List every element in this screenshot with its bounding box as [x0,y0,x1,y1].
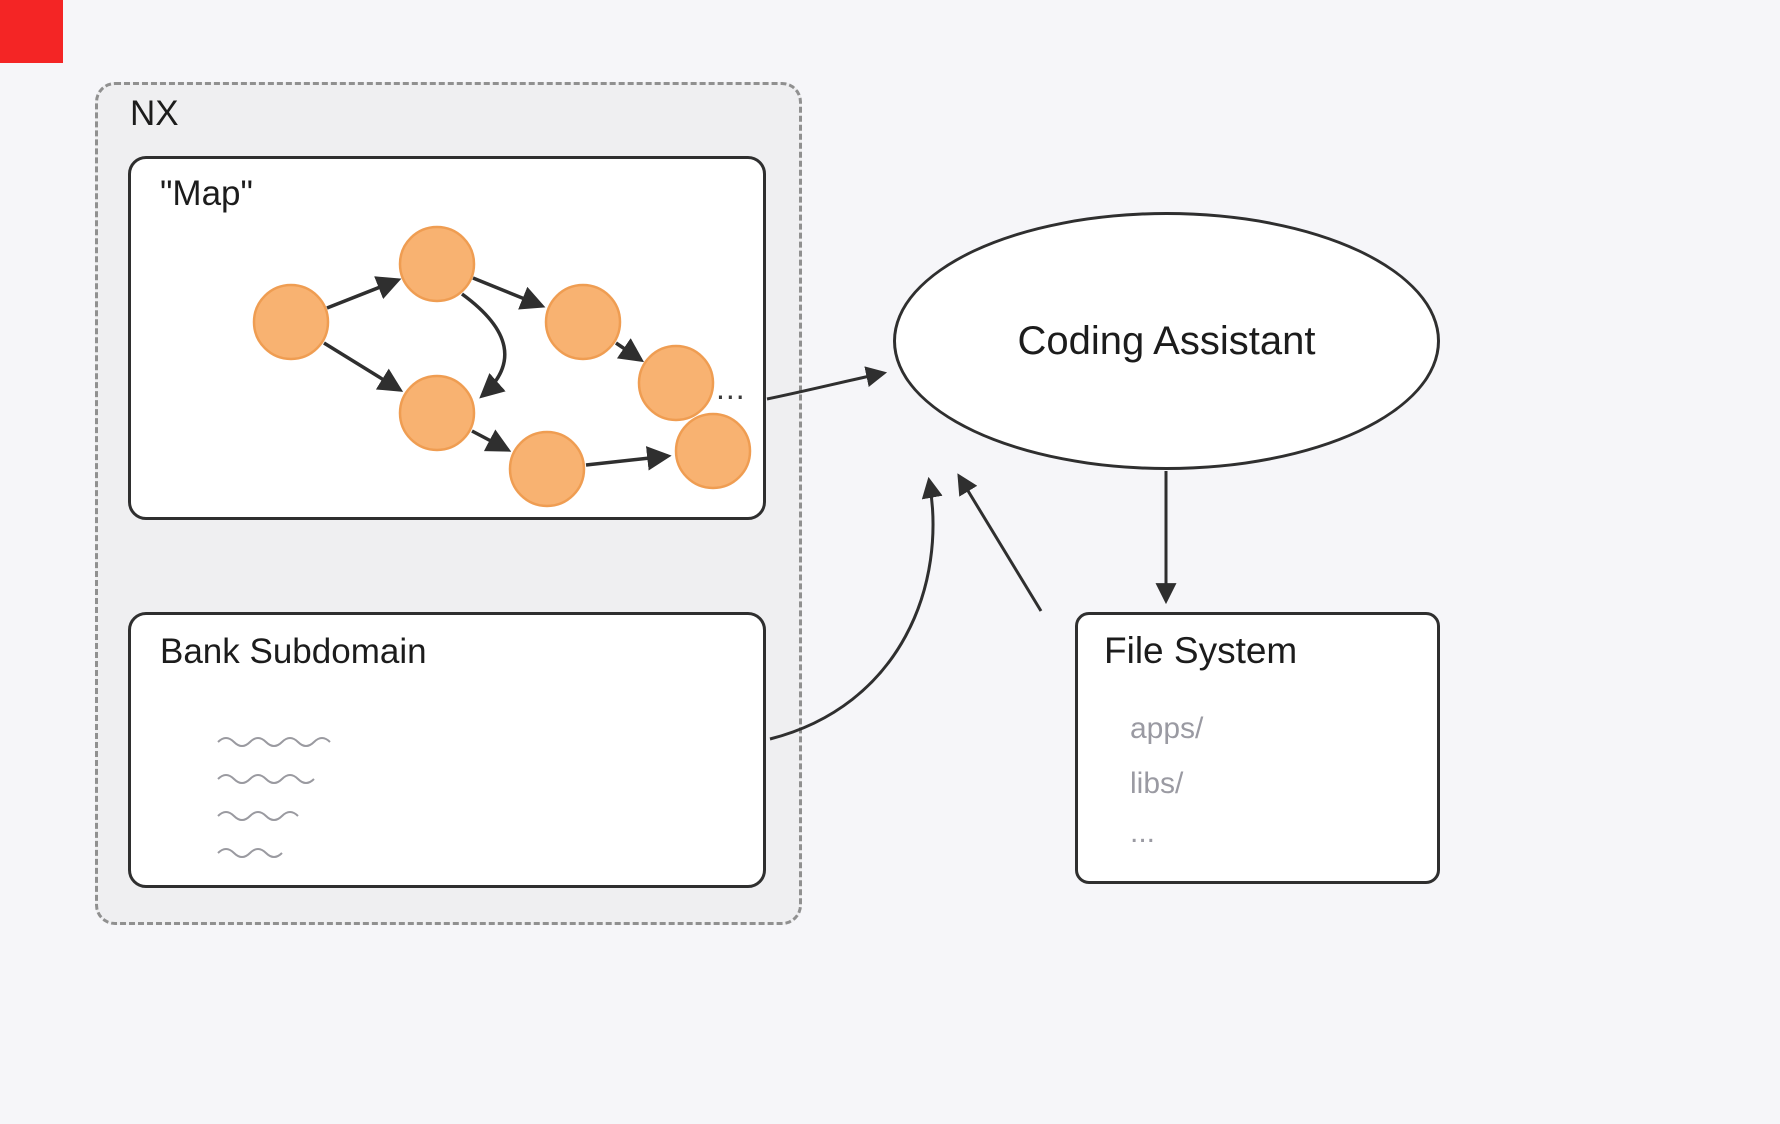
recording-indicator [0,0,63,63]
bank-subdomain-box [128,612,766,888]
coding-assistant-ellipse: Coding Assistant [893,212,1440,470]
file-entry-ellipsis: ... [1130,816,1156,849]
map-box-label: "Map" [160,174,253,213]
file-system-box [1075,612,1440,884]
file-entry-apps: apps/ [1130,712,1204,745]
graph-ellipsis: ... [716,370,746,406]
file-system-label: File System [1104,630,1298,671]
arrow-diagonal-to-assistant [957,473,1043,612]
file-entry-libs: libs/ [1130,767,1184,800]
nx-group-label: NX [130,94,179,133]
coding-assistant-label: Coding Assistant [1017,318,1316,363]
bank-subdomain-label: Bank Subdomain [160,632,427,671]
